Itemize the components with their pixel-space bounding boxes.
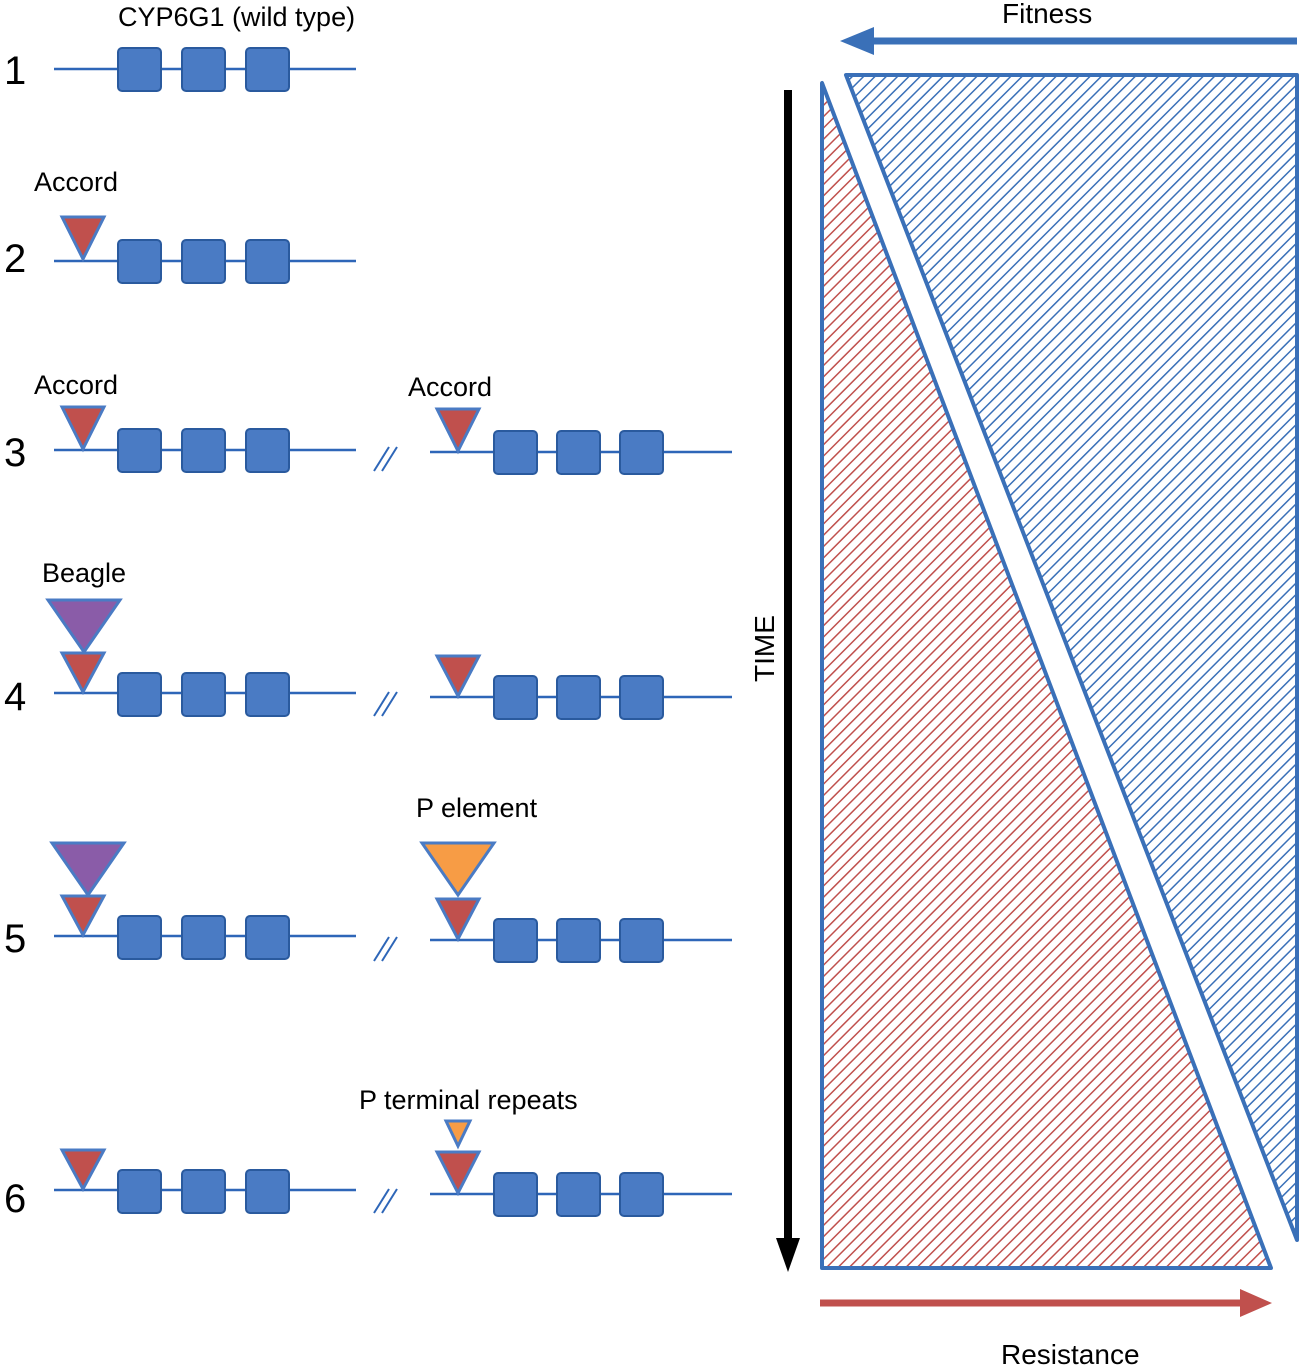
accord-insertion-triangle bbox=[59, 894, 107, 939]
tradeoff-panel: Fitness TIME Resistance bbox=[749, 0, 1299, 1369]
row-2: 2 Accord bbox=[4, 167, 356, 284]
accord-insertion-triangle bbox=[59, 651, 107, 696]
row-number: 2 bbox=[4, 237, 26, 281]
exon-box bbox=[181, 428, 226, 473]
exon-box bbox=[493, 430, 538, 475]
exon-box bbox=[245, 915, 290, 960]
exon-box bbox=[245, 47, 290, 92]
exon-box bbox=[117, 672, 162, 717]
exon-box bbox=[556, 675, 601, 720]
resistance-label: Resistance bbox=[1001, 1339, 1140, 1369]
exon-box bbox=[619, 675, 664, 720]
exon-box bbox=[556, 918, 601, 963]
accord-insertion-triangle bbox=[434, 407, 482, 455]
accord-label: Accord bbox=[34, 370, 118, 400]
exon-box bbox=[493, 918, 538, 963]
exon-box bbox=[493, 675, 538, 720]
p-terminal-repeats-label: P terminal repeats bbox=[359, 1085, 578, 1115]
exon-box bbox=[117, 428, 162, 473]
exon-box bbox=[556, 430, 601, 475]
accord-insertion-triangle bbox=[434, 897, 482, 943]
row-4: 4 Beagle bbox=[4, 558, 732, 720]
beagle-insertion-triangle bbox=[49, 841, 127, 898]
exon-box bbox=[117, 915, 162, 960]
row-1: 1 CYP6G1 (wild type) bbox=[4, 2, 356, 93]
exon-box bbox=[117, 239, 162, 284]
p-terminal-repeat-triangle bbox=[443, 1119, 473, 1150]
fitness-arrow-head bbox=[840, 27, 874, 55]
exon-box bbox=[181, 915, 226, 960]
exon-box bbox=[619, 1172, 664, 1217]
row-6: 6 P terminal repeats bbox=[4, 1085, 732, 1221]
row-3: 3 Accord Accord bbox=[4, 370, 732, 475]
exon-box bbox=[181, 47, 226, 92]
duplication-break-mark bbox=[373, 1188, 398, 1214]
accord-insertion-triangle bbox=[59, 1148, 107, 1193]
fitness-label: Fitness bbox=[1002, 0, 1092, 29]
p-element-insertion-triangle bbox=[419, 841, 497, 898]
accord-insertion-triangle bbox=[434, 654, 482, 700]
exon-box bbox=[619, 918, 664, 963]
accord-insertion-triangle bbox=[434, 1150, 482, 1197]
exon-box bbox=[245, 672, 290, 717]
exon-box bbox=[117, 47, 162, 92]
row-number: 4 bbox=[4, 675, 26, 719]
exon-box bbox=[181, 239, 226, 284]
fitness-region bbox=[844, 73, 1299, 1242]
exon-box bbox=[245, 428, 290, 473]
accord-insertion-triangle bbox=[59, 215, 107, 263]
exon-box bbox=[181, 1169, 226, 1214]
beagle-label: Beagle bbox=[42, 558, 126, 588]
time-arrow-head bbox=[776, 1238, 800, 1272]
row-number: 3 bbox=[4, 431, 26, 475]
time-label: TIME bbox=[749, 615, 780, 682]
exon-box bbox=[117, 1169, 162, 1214]
beagle-insertion-triangle bbox=[45, 598, 123, 655]
accord-insertion-triangle bbox=[59, 405, 107, 453]
exon-box bbox=[556, 1172, 601, 1217]
resistance-arrow-head bbox=[1240, 1289, 1272, 1317]
p-element-label: P element bbox=[416, 793, 538, 823]
exon-box bbox=[619, 430, 664, 475]
exon-box bbox=[245, 1169, 290, 1214]
row-number: 1 bbox=[4, 49, 26, 93]
duplication-break-mark bbox=[373, 691, 398, 717]
accord-label: Accord bbox=[408, 372, 492, 402]
accord-label: Accord bbox=[34, 167, 118, 197]
duplication-break-mark bbox=[373, 446, 398, 472]
resistance-region bbox=[820, 81, 1273, 1270]
exon-box bbox=[245, 239, 290, 284]
exon-box bbox=[181, 672, 226, 717]
row-number: 5 bbox=[4, 917, 26, 961]
row-5: 5 P element bbox=[4, 793, 732, 963]
exon-box bbox=[493, 1172, 538, 1217]
gene-label: CYP6G1 (wild type) bbox=[118, 2, 355, 32]
duplication-break-mark bbox=[373, 936, 398, 962]
row-number: 6 bbox=[4, 1177, 26, 1221]
